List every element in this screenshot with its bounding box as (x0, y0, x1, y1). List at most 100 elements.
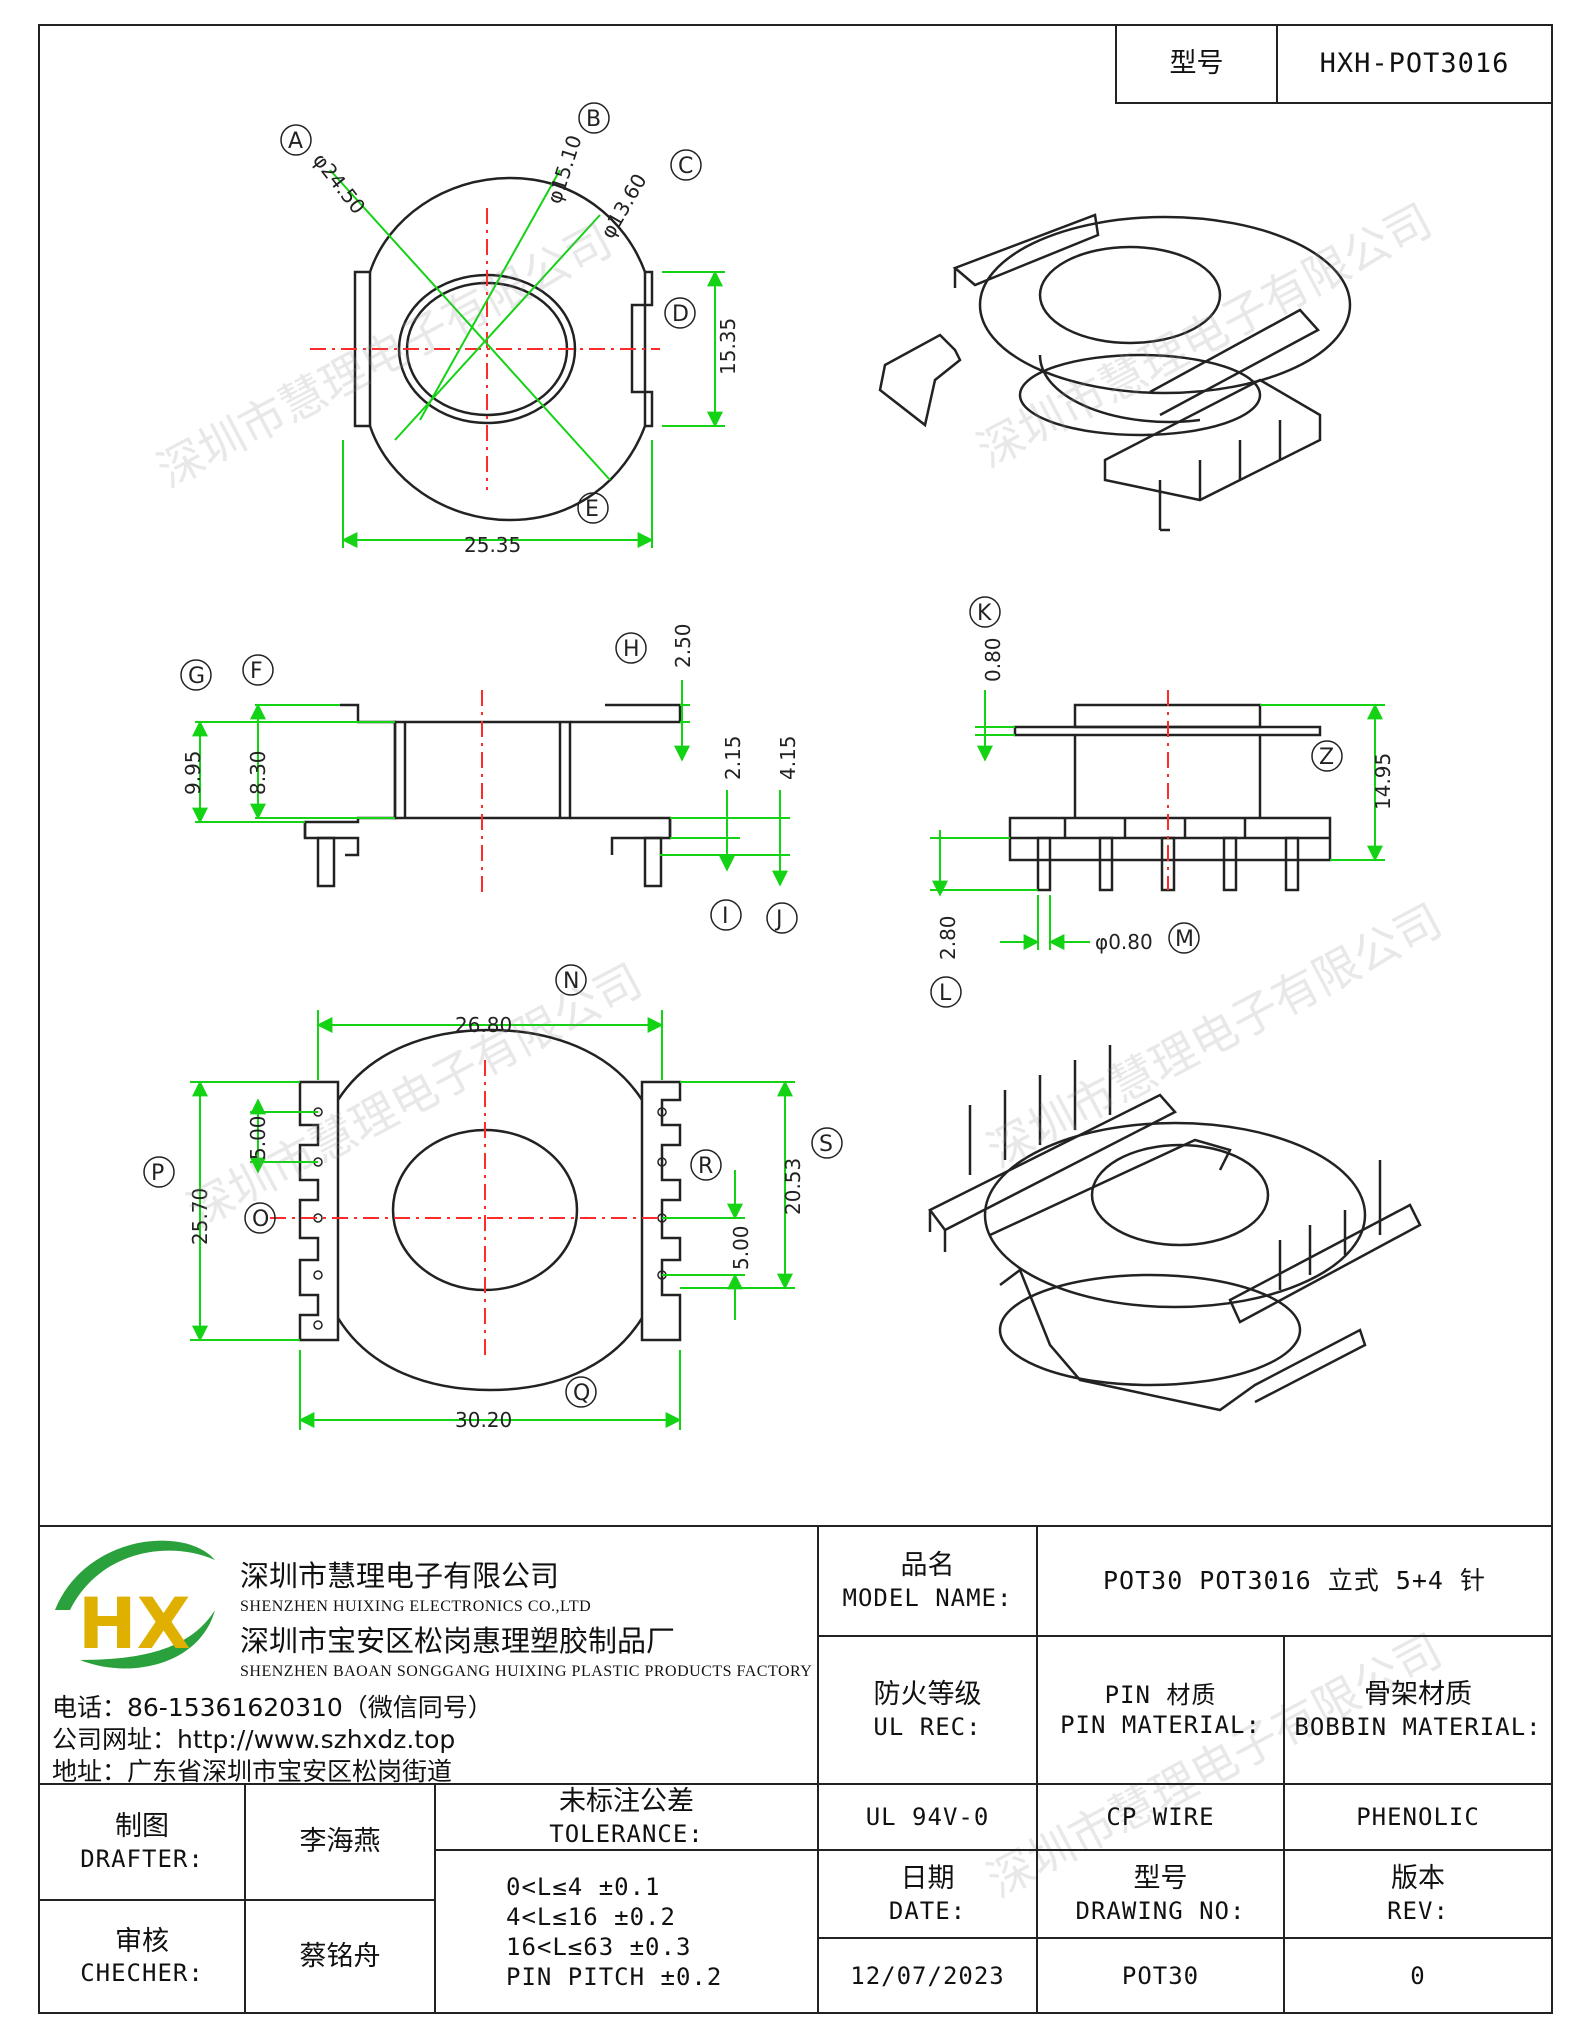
svg-text:C: C (678, 154, 693, 179)
label-R: R (690, 1149, 722, 1181)
svg-text:N: N (563, 969, 579, 994)
company-logo: HX (55, 1540, 215, 1669)
front-view (303, 703, 682, 888)
bobbin-material-label: 骨架材质 BOBBIN MATERIAL: (1283, 1635, 1553, 1785)
model-name-value: POT30 POT3016 立式 5+4 针 (1036, 1525, 1553, 1637)
checker-label-en: CHECHER: (80, 1959, 204, 1988)
model-name-label: 品名 MODEL NAME: (817, 1525, 1038, 1637)
company-address: 地址：广东省深圳市宝安区松岗街道 (52, 1757, 453, 1786)
bobbin-material-value: PHENOLIC (1283, 1783, 1553, 1851)
logo-text: HX (78, 1583, 191, 1665)
svg-text:A: A (288, 129, 303, 154)
tolerance-row: 4<L≤16 ±0.2 (506, 1902, 676, 1931)
dim-D-value: 15.35 (716, 318, 740, 375)
label-B: B (578, 102, 610, 134)
dim-Q-value: 30.20 (455, 1408, 512, 1432)
dim-A-value: φ24.50 (308, 148, 370, 218)
tolerance-table: 0<L≤4 ±0.1 4<L≤16 ±0.2 16<L≤63 ±0.3 PIN … (434, 1849, 819, 2014)
drafter-value: 李海燕 (244, 1783, 436, 1901)
ul-rec-value: UL 94V-0 (817, 1783, 1038, 1851)
label-P: P (143, 1156, 175, 1188)
company-phone: 电话：86-15361620310（微信同号） (52, 1693, 493, 1722)
rev-value: 0 (1283, 1937, 1553, 2014)
tolerance-label-en: TOLERANCE: (549, 1819, 704, 1848)
dim-O-value: 5.00 (246, 1115, 270, 1160)
date-label: 日期 DATE: (817, 1849, 1038, 1939)
ul-rec-label: 防火等级 UL REC: (817, 1635, 1038, 1785)
date-value: 12/07/2023 (817, 1937, 1038, 2014)
company-website[interactable]: 公司网址：http://www.szhxdz.top (52, 1725, 456, 1754)
drawing-no-label-en: DRAWING NO: (1075, 1896, 1246, 1925)
drawing-no-value: POT30 (1036, 1937, 1285, 2014)
svg-text:J: J (774, 907, 783, 932)
bottom-view (298, 1028, 682, 1392)
label-Q: Q (565, 1376, 597, 1408)
dim-M-value: φ0.80 (1095, 930, 1153, 954)
label-M: M (1168, 922, 1200, 954)
label-L: L (930, 976, 962, 1008)
label-C: C (670, 149, 702, 181)
company-name-zh: 深圳市慧理电子有限公司 (240, 1559, 560, 1593)
drawing-no-label-zh: 型号 (1133, 1863, 1188, 1895)
dim-I-value: 2.15 (721, 735, 745, 780)
dim-J-value: 4.15 (776, 735, 800, 780)
dim-R-value: 5.00 (729, 1225, 753, 1270)
svg-text:S: S (819, 1132, 833, 1157)
svg-text:L: L (939, 981, 952, 1006)
label-Z: Z (1311, 740, 1343, 772)
date-label-en: DATE: (888, 1896, 967, 1925)
factory-name-en: SHENZHEN BAOAN SONGGANG HUIXING PLASTIC … (240, 1663, 813, 1680)
svg-text:F: F (250, 659, 263, 684)
top-dimensions (329, 169, 725, 548)
drafter-label-zh: 制图 (115, 1811, 169, 1843)
label-S: S (811, 1127, 843, 1159)
title-block-top-line (38, 1525, 1553, 1527)
top-centerlines (310, 208, 660, 490)
svg-text:P: P (151, 1161, 164, 1186)
pin-material-value: CP WIRE (1036, 1783, 1285, 1851)
dim-P-value: 25.70 (188, 1188, 212, 1245)
side-dimensions (930, 690, 1385, 950)
svg-text:Q: Q (573, 1381, 590, 1406)
label-E: E (577, 492, 609, 524)
drawing-no-label: 型号 DRAWING NO: (1036, 1849, 1285, 1939)
header-model-value: HXH-POT3016 (1276, 24, 1553, 104)
rev-label-zh: 版本 (1391, 1863, 1445, 1895)
tolerance-row: 0<L≤4 ±0.1 (506, 1872, 661, 1901)
label-A: A (280, 124, 312, 156)
dim-G-value: 9.95 (181, 750, 205, 795)
factory-name-zh: 深圳市宝安区松岗惠理塑胶制品厂 (240, 1624, 676, 1658)
drafter-label: 制图 DRAFTER: (38, 1783, 246, 1901)
date-label-zh: 日期 (900, 1863, 955, 1895)
label-I: I (710, 899, 742, 931)
svg-text:H: H (623, 637, 640, 662)
svg-text:O: O (252, 1207, 269, 1232)
dim-K-value: 0.80 (981, 637, 1005, 682)
bottom-dimensions (190, 1010, 795, 1430)
bobbin-material-label-en: BOBBIN MATERIAL: (1294, 1712, 1542, 1741)
front-dimensions (192, 680, 790, 887)
svg-text:D: D (672, 302, 689, 327)
dim-L-value: 2.80 (936, 915, 960, 960)
label-O: O (244, 1202, 276, 1234)
svg-text:E: E (585, 497, 599, 522)
dim-top-width-value: 25.35 (464, 533, 521, 557)
dim-Z-value: 14.95 (1371, 753, 1395, 810)
label-N: N (555, 964, 587, 996)
svg-text:M: M (1175, 927, 1194, 952)
pin-material-label: PIN 材质 PIN MATERIAL: (1036, 1635, 1285, 1785)
checker-label-zh: 审核 (115, 1925, 169, 1957)
svg-text:B: B (586, 107, 601, 132)
rev-label: 版本 REV: (1283, 1849, 1553, 1939)
drafter-label-en: DRAFTER: (80, 1844, 204, 1873)
svg-text:K: K (977, 601, 992, 626)
checker-label: 审核 CHECHER: (38, 1899, 246, 2014)
tolerance-label: 未标注公差 TOLERANCE: (434, 1783, 819, 1851)
label-F: F (242, 654, 274, 686)
dim-F-value: 8.30 (246, 750, 270, 795)
dim-S-value: 20.53 (781, 1158, 805, 1215)
label-J: J (766, 902, 798, 934)
svg-text:I: I (722, 904, 729, 929)
tolerance-label-zh: 未标注公差 (559, 1786, 694, 1818)
